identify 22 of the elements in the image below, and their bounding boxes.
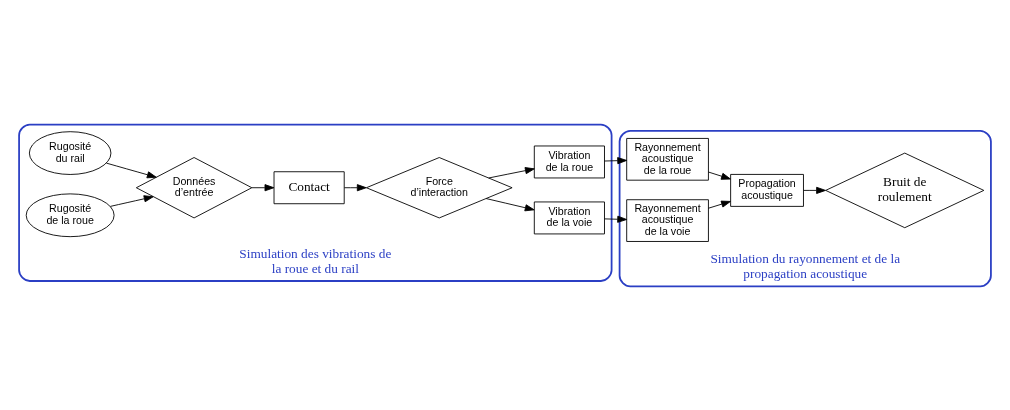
arrow (343, 183, 367, 191)
arrow (109, 194, 154, 207)
arrow (708, 200, 731, 209)
node-diamond: Force d’interaction (365, 156, 513, 218)
node-box: Vibration de la roue (533, 145, 605, 178)
node-box: Rayonnement acoustique de la roue (626, 137, 709, 181)
node-box: Rayonnement acoustique de la voie (626, 198, 709, 242)
arrow (485, 197, 535, 211)
node-box: Vibration de la voie (533, 201, 605, 234)
arrow (488, 166, 535, 178)
arrow (105, 162, 157, 178)
node-box: Propagation acoustique (730, 173, 804, 207)
node-ellipse: Rugosité de la roue (25, 192, 115, 237)
arrow (803, 186, 826, 194)
arrow (708, 171, 731, 180)
node-diamond: Données d’entrée (135, 156, 253, 218)
arrow (604, 156, 628, 164)
node-ellipse: Rugosité du rail (28, 130, 112, 175)
arrow (251, 183, 275, 191)
node-box: Contact (273, 170, 345, 204)
arrow (604, 215, 628, 223)
node-diamond: Bruit de roulement (825, 152, 985, 228)
